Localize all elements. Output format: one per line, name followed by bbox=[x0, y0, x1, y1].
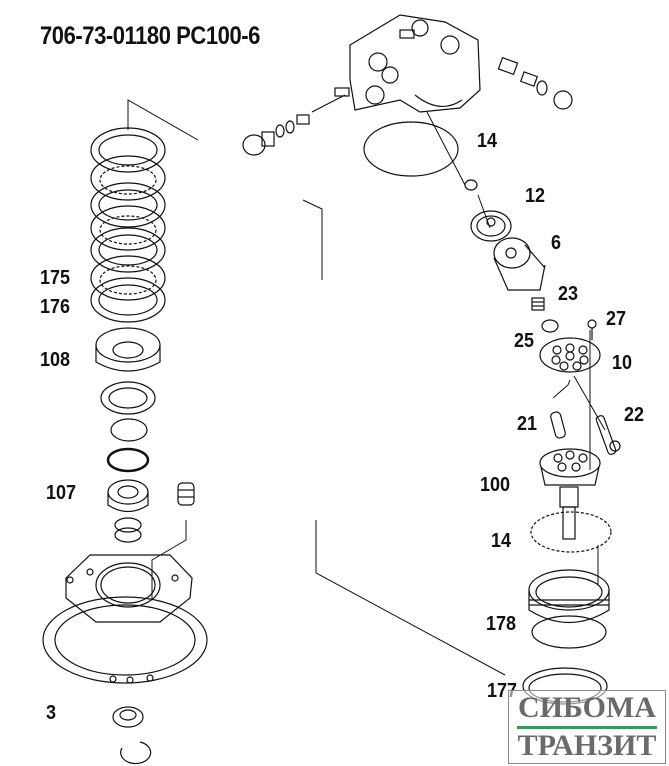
diagram-title: 706-73-01180 PC100-6 bbox=[40, 22, 260, 50]
seat-25 bbox=[541, 319, 559, 333]
watermark-logo: СИБОМА ТРАНЗИТ bbox=[508, 690, 666, 764]
pin-22 bbox=[595, 415, 621, 455]
callout-176: 176 bbox=[40, 296, 71, 318]
watermark-line1: СИБОМА bbox=[518, 691, 656, 724]
callout-14-lower: 14 bbox=[491, 530, 512, 552]
valve-block bbox=[349, 14, 481, 113]
callout-108: 108 bbox=[40, 349, 71, 371]
friction-plate-stack bbox=[90, 127, 166, 323]
o-ring-14 bbox=[363, 121, 459, 177]
cylinder-block-6 bbox=[493, 237, 546, 291]
callout-12: 12 bbox=[525, 185, 546, 207]
housing-ring-178 bbox=[528, 569, 610, 649]
bearing-107 bbox=[107, 479, 149, 513]
o-ring-14-lower bbox=[530, 511, 612, 553]
valve-plug-left bbox=[242, 87, 350, 156]
callout-100: 100 bbox=[480, 474, 511, 496]
spring-107 bbox=[114, 517, 142, 543]
callout-107: 107 bbox=[46, 482, 77, 504]
piston-21 bbox=[550, 411, 566, 439]
valve-plug-right bbox=[497, 56, 573, 110]
callout-23: 23 bbox=[558, 283, 579, 305]
snap-ring bbox=[110, 418, 148, 442]
seal-ring bbox=[100, 381, 156, 415]
callout-3: 3 bbox=[46, 702, 57, 724]
shaft-gear-100 bbox=[539, 448, 601, 540]
callout-21: 21 bbox=[517, 413, 538, 435]
spring-23 bbox=[531, 297, 545, 311]
bearing-108 bbox=[95, 327, 161, 372]
callout-6: 6 bbox=[551, 232, 562, 254]
watermark-line2: ТРАНЗИТ bbox=[517, 729, 657, 762]
retainer-plate-10 bbox=[539, 337, 601, 373]
callout-22: 22 bbox=[624, 404, 645, 426]
retaining-ring bbox=[120, 741, 152, 765]
oil-seal bbox=[106, 447, 150, 473]
callout-175: 175 bbox=[40, 267, 71, 289]
bearing-3 bbox=[112, 706, 144, 728]
callout-178: 178 bbox=[486, 613, 517, 635]
callout-14: 14 bbox=[477, 130, 498, 152]
leader-lines bbox=[127, 99, 606, 676]
callout-27: 27 bbox=[606, 308, 627, 330]
screw-27 bbox=[587, 319, 597, 340]
valve-plate-12 bbox=[464, 179, 512, 242]
callout-25: 25 bbox=[514, 330, 535, 352]
callout-10: 10 bbox=[612, 352, 633, 374]
watermark-accent-bar bbox=[517, 726, 657, 729]
spring-small bbox=[177, 482, 195, 506]
motor-housing bbox=[42, 554, 208, 684]
